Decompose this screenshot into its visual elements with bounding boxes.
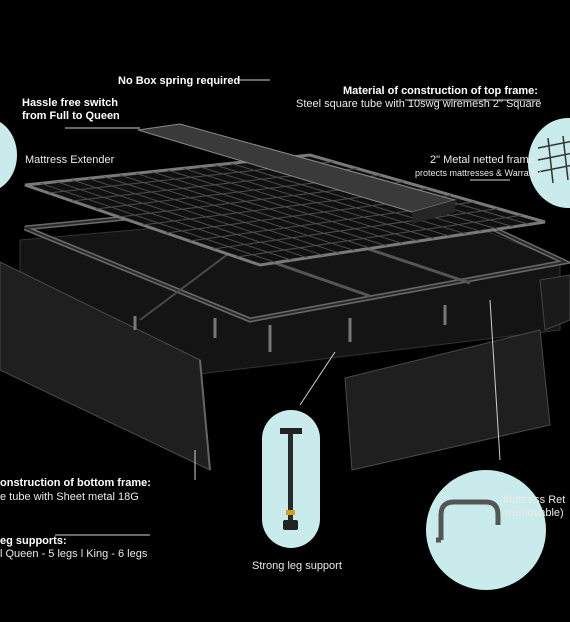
bottom-frame-title: onstruction of bottom frame: [0,477,151,489]
mesh-closeup-icon [537,135,570,184]
strong-leg-label: Strong leg support [252,560,342,572]
netted-frame-callout [528,118,570,208]
netted-frame-desc: protects mattresses & Warranty [415,168,541,178]
leg-supports-desc: l Queen - 5 legs l King - 6 legs [0,548,148,560]
top-mesh-frame [24,153,546,267]
hassle-free-line2: from Full to Queen [22,110,120,122]
retainer-label-line1: Mattress Ret [503,494,566,506]
netted-frame-title: 2" Metal netted frame [430,154,535,166]
leg-support-icon [280,428,302,530]
leg-supports-title: eg supports: [0,535,67,547]
hassle-free-line1: Hassle free switch [22,97,118,109]
retainer-label-line2: (removable) [505,507,564,519]
retainer-bar-icon [436,499,501,543]
mattress-extender-label: Mattress Extender [25,154,115,166]
leg-support-callout [262,410,320,548]
bottom-frame-desc: e tube with Sheet metal 18G [0,491,139,503]
retainer-callout [426,470,546,590]
top-frame-desc: Steel square tube with 10swg wiremesh 2"… [296,98,542,110]
top-frame-title: Material of construction of top frame: [343,85,538,97]
no-box-spring-label: No Box spring required [118,75,241,87]
mattress-extender-callout [0,118,17,192]
